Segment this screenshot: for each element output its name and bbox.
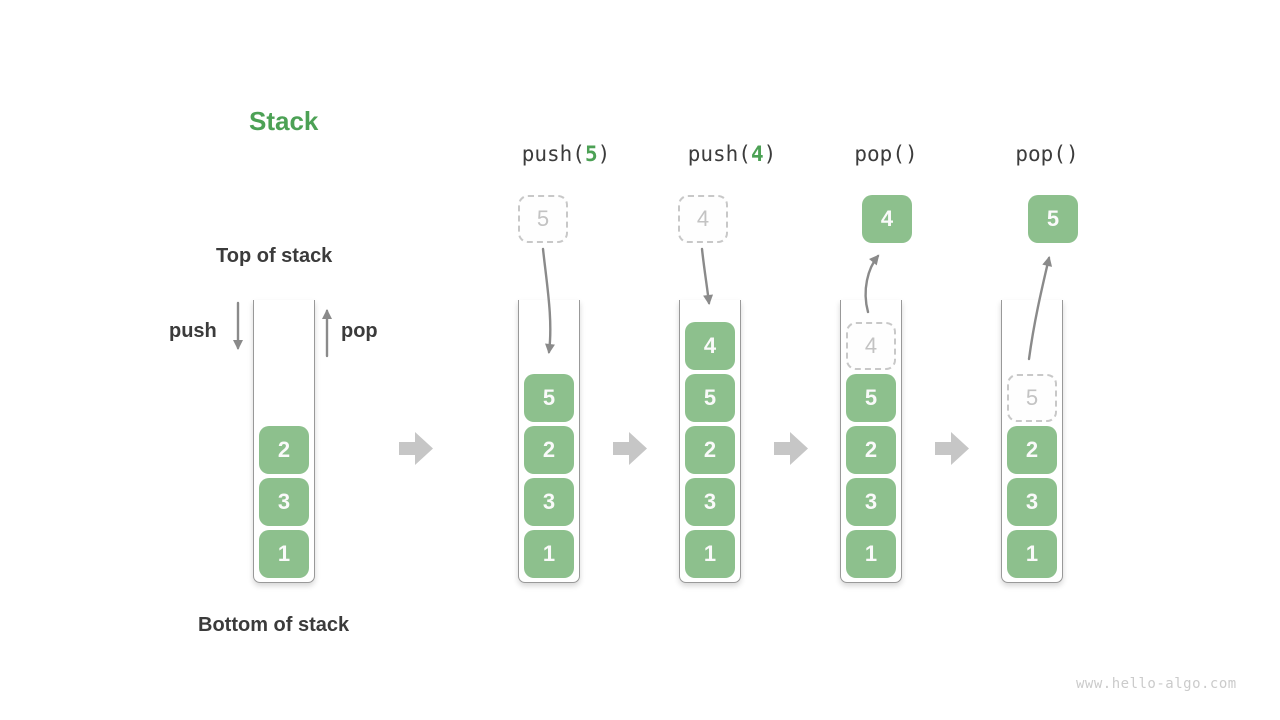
stack-block: 1 xyxy=(846,530,896,578)
op-arg: 5 xyxy=(584,142,598,166)
stack-block: 1 xyxy=(524,530,574,578)
stack-block: 3 xyxy=(685,478,735,526)
operation-label-push5: push(5) xyxy=(496,142,636,166)
stack-block: 4 xyxy=(685,322,735,370)
stack-block: 3 xyxy=(846,478,896,526)
incoming-value-box: 5 xyxy=(518,195,568,243)
transition-arrow-icon xyxy=(935,432,969,465)
transition-arrow-icon xyxy=(399,432,433,465)
stack-block: 5 xyxy=(846,374,896,422)
op-text: pop() xyxy=(854,142,918,166)
stack-block: 1 xyxy=(1007,530,1057,578)
stack-block: 3 xyxy=(259,478,309,526)
stack-block: 5 xyxy=(685,374,735,422)
stack-block: 3 xyxy=(524,478,574,526)
op-text: push( xyxy=(687,142,751,166)
stack-block: 2 xyxy=(846,426,896,474)
stack-block: 2 xyxy=(524,426,574,474)
transition-arrow-icon xyxy=(774,432,808,465)
stack-block: 5 xyxy=(524,374,574,422)
stack-container-after-pop5: 5 2 3 1 xyxy=(1001,300,1063,583)
diagram-title: Stack xyxy=(249,106,319,136)
stack-block: 2 xyxy=(1007,426,1057,474)
stack-container-after-push5: 5 2 3 1 xyxy=(518,300,580,583)
push-label: push xyxy=(169,320,217,342)
operation-label-pop-2: pop() xyxy=(977,142,1117,166)
stack-block-ghost: 4 xyxy=(846,322,896,370)
op-text: push( xyxy=(521,142,585,166)
stack-block: 1 xyxy=(259,530,309,578)
stack-block-ghost: 5 xyxy=(1007,374,1057,422)
stack-container-after-push4: 4 5 2 3 1 xyxy=(679,300,741,583)
incoming-value-box: 4 xyxy=(678,195,728,243)
popped-value-box: 4 xyxy=(862,195,912,243)
stack-container-after-pop4: 4 5 2 3 1 xyxy=(840,300,902,583)
stack-block: 3 xyxy=(1007,478,1057,526)
stack-container-initial: 2 3 1 xyxy=(253,300,315,583)
bottom-of-stack-label: Bottom of stack xyxy=(198,614,350,636)
transition-arrow-icon xyxy=(613,432,647,465)
push4-curved-arrow-icon xyxy=(700,247,714,305)
stack-block: 2 xyxy=(685,426,735,474)
op-text: pop() xyxy=(1015,142,1079,166)
popped-value-box: 5 xyxy=(1028,195,1078,243)
op-text: ) xyxy=(763,142,777,166)
top-of-stack-label: Top of stack xyxy=(216,245,333,267)
op-arg: 4 xyxy=(750,142,764,166)
operation-label-pop-1: pop() xyxy=(816,142,956,166)
operation-label-push4: push(4) xyxy=(662,142,802,166)
pop-label: pop xyxy=(341,320,378,342)
stack-block: 1 xyxy=(685,530,735,578)
op-text: ) xyxy=(597,142,611,166)
watermark: www.hello-algo.com xyxy=(1076,676,1237,692)
stack-block: 2 xyxy=(259,426,309,474)
